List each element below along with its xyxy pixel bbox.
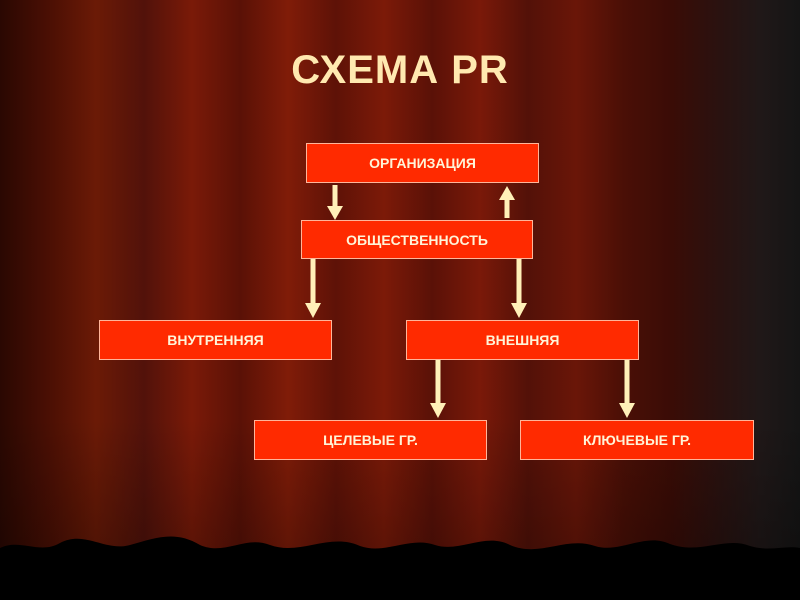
page-title: СХЕМА PR — [291, 48, 509, 92]
arrow-public-to-external-head — [511, 303, 527, 318]
node-external: ВНЕШНЯЯ — [406, 320, 639, 360]
arrow-external-to-target-head — [430, 403, 446, 418]
node-key-groups: КЛЮЧЕВЫЕ ГР. — [520, 420, 754, 460]
node-public: ОБЩЕСТВЕННОСТЬ — [301, 220, 533, 259]
arrow-public-to-internal-head — [305, 303, 321, 318]
arrow-public-to-org-head — [499, 186, 515, 200]
arrow-org-to-public-head — [327, 206, 343, 220]
arrow-external-to-key-head — [619, 403, 635, 418]
node-organization: ОРГАНИЗАЦИЯ — [306, 143, 539, 183]
node-internal: ВНУТРЕННЯЯ — [99, 320, 332, 360]
node-target-groups: ЦЕЛЕВЫЕ ГР. — [254, 420, 487, 460]
